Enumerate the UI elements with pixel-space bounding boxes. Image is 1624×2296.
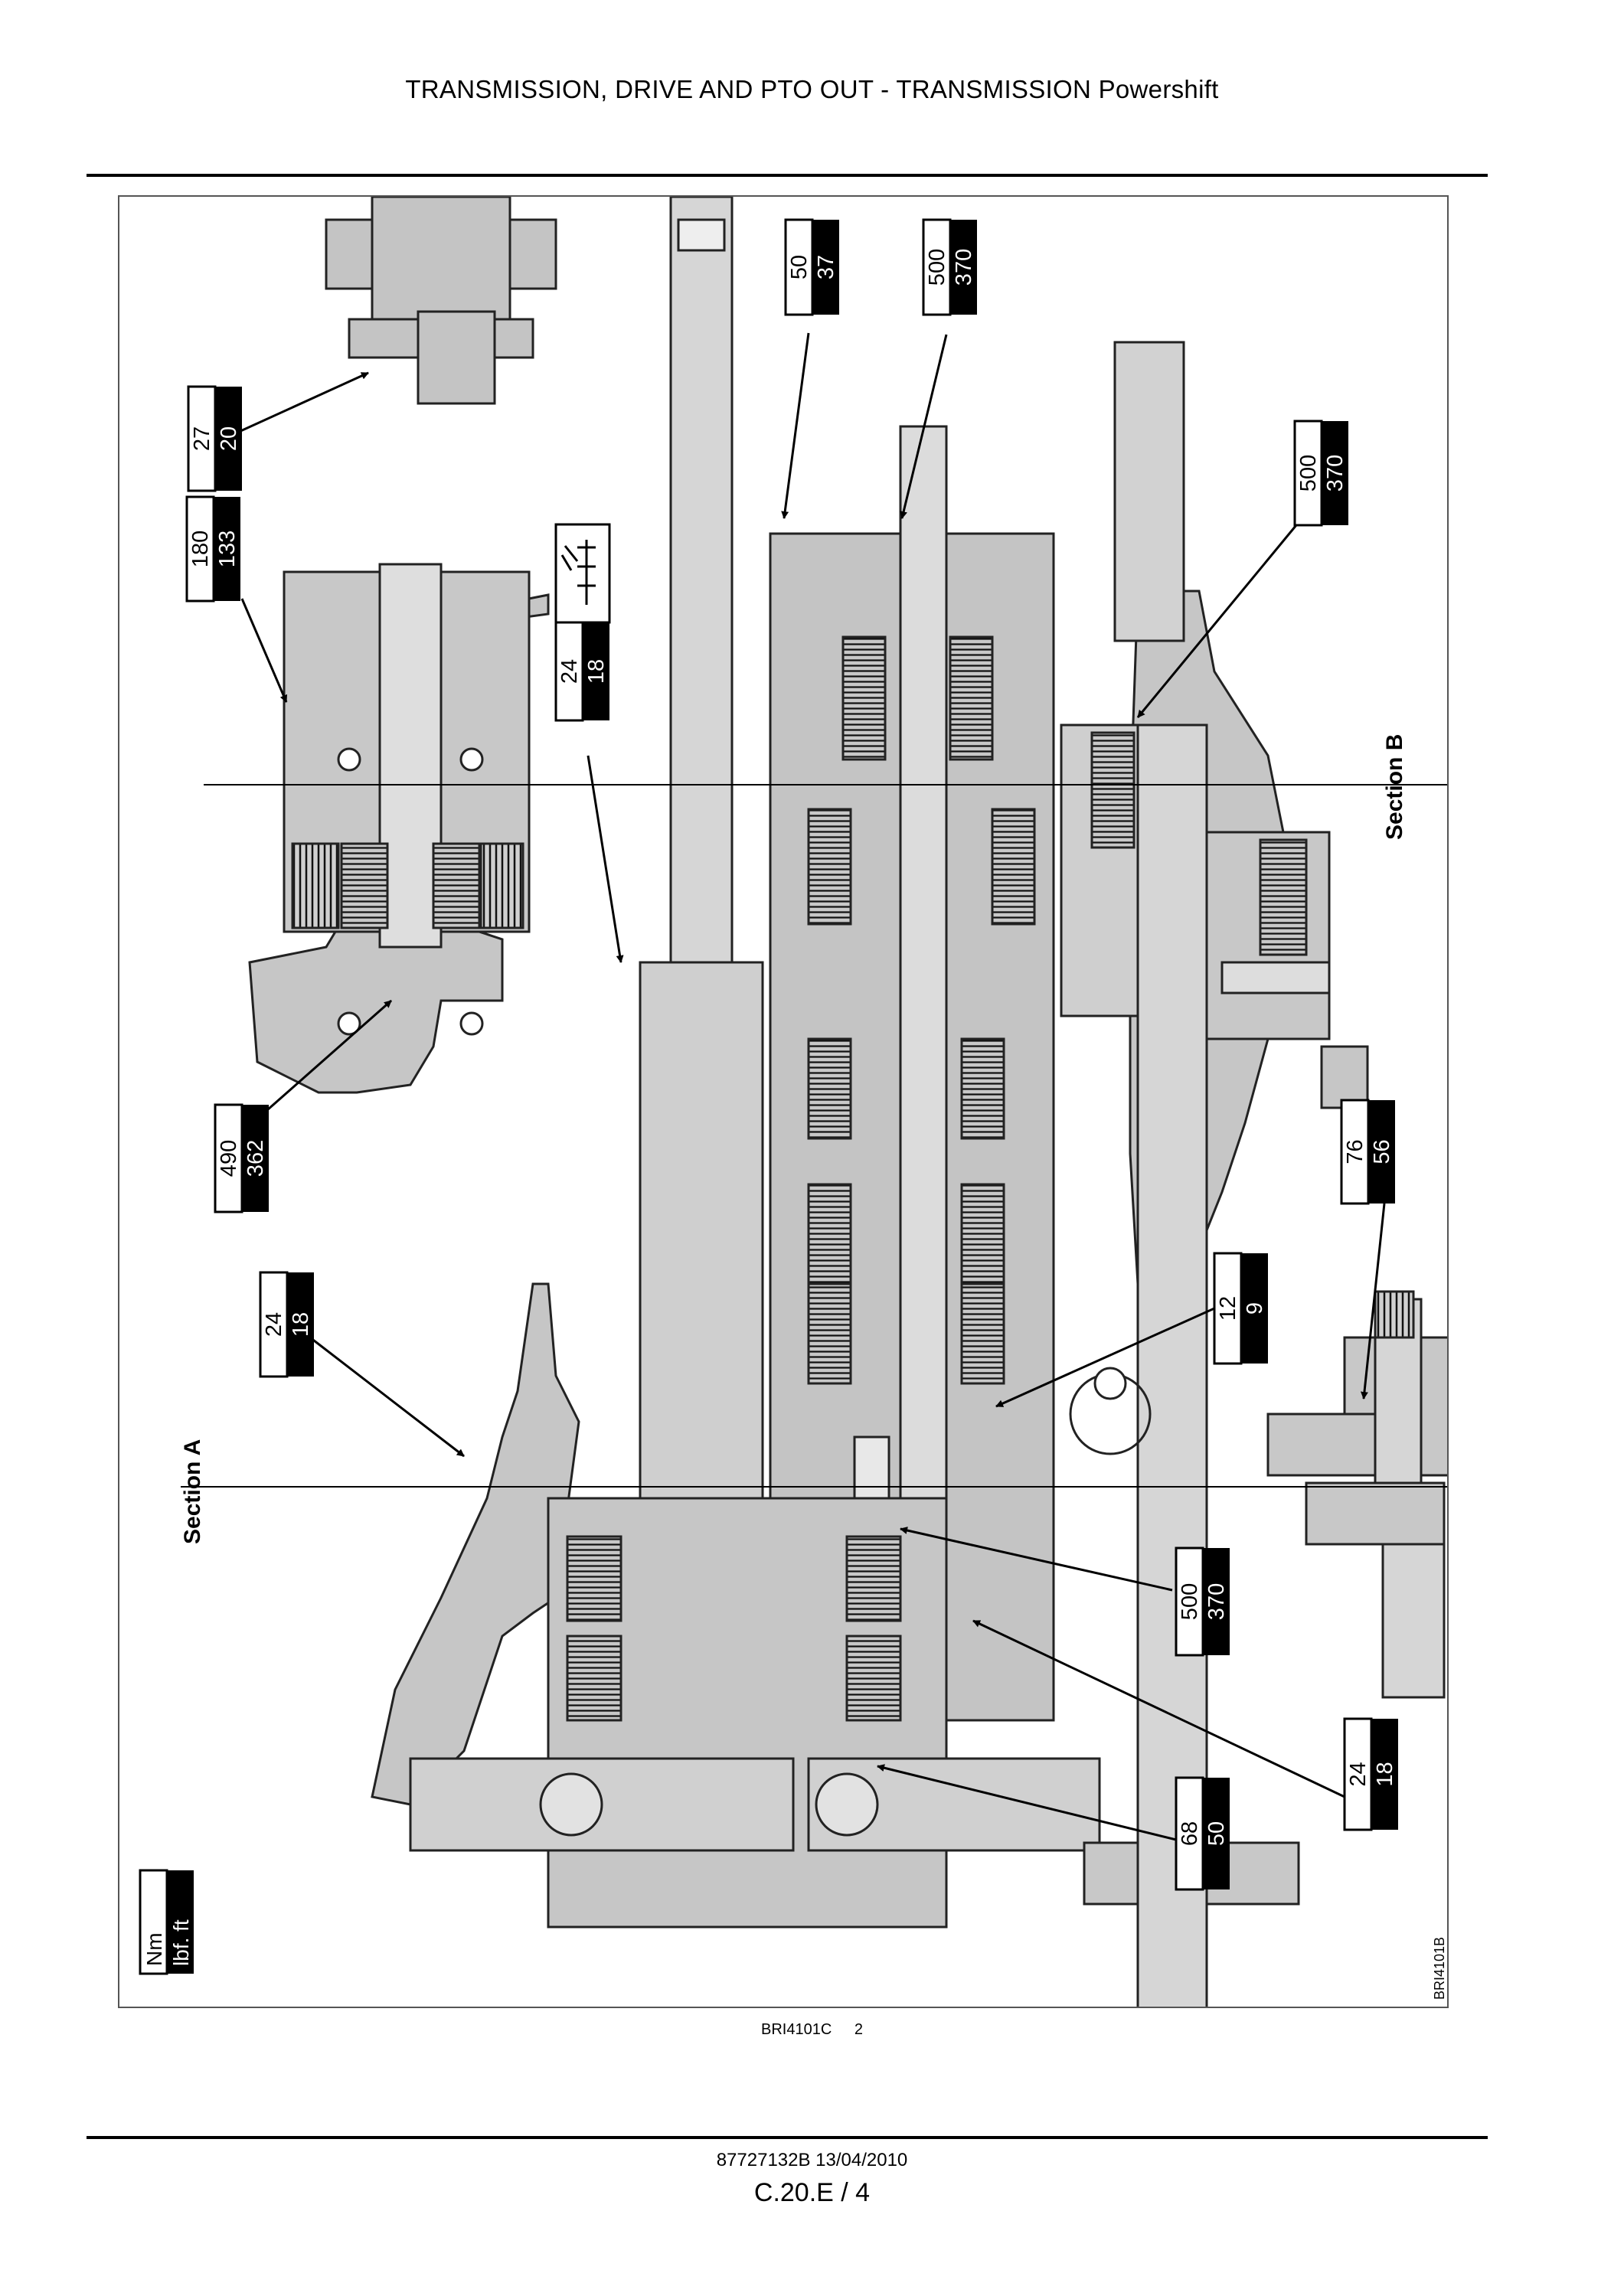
callout-leaders: [230, 332, 1386, 1841]
torque-callout-nm-cell: [185, 495, 215, 603]
torque-value-nm: 500: [1296, 455, 1321, 492]
lower-clutch-assembly: [409, 1497, 1300, 1929]
torque-value-lbf: 370: [1204, 1583, 1229, 1620]
torque-callout-lbf-cell: [287, 1272, 314, 1377]
torque-callout-nm-cell: [187, 385, 217, 492]
torque-callout-lbf-cell: [950, 220, 977, 315]
torque-value-nm: 24: [557, 659, 582, 684]
torque-callout-lbf-cell: [1371, 1719, 1398, 1830]
torque-value-lbf: 20: [217, 426, 241, 451]
torque-callout-lbf-cell: [215, 387, 242, 491]
torque-value-nm: 76: [1343, 1139, 1367, 1164]
torque-value-nm: 24: [262, 1312, 286, 1337]
legend-box: Nm lbf. ft: [139, 1869, 194, 1975]
torque-value-nm: 12: [1216, 1296, 1240, 1321]
legend-nm-label: Nm: [142, 1932, 166, 1966]
header-rule: [87, 174, 1488, 177]
torque-value-lbf: 362: [243, 1140, 268, 1177]
torque-value-nm: 500: [925, 249, 949, 286]
torque-value-lbf: 370: [952, 249, 976, 286]
tightening-symbol-box: [554, 523, 611, 624]
torque-callout-lbf-cell: [1203, 1778, 1230, 1889]
section-lines: [181, 784, 1447, 1488]
torque-value-lbf: 37: [814, 255, 838, 279]
right-valve-assembly: [1069, 1290, 1469, 1699]
torque-value-lbf: 18: [1373, 1762, 1397, 1786]
torque-value-lbf: 370: [1323, 455, 1348, 492]
figure-code: BRI4101C: [761, 2021, 832, 2038]
torque-callout-lbf-cell: [1368, 1100, 1395, 1204]
torque-value-nm: 50: [787, 255, 812, 279]
torque-callout-lbf-cell: [812, 220, 839, 315]
torque-callout-lbf-cell: [1241, 1253, 1268, 1364]
side-figure-code: BRI4101B: [1432, 1937, 1447, 2000]
torque-value-nm: 490: [217, 1140, 241, 1177]
torque-callout-nm-cell: [1340, 1099, 1370, 1205]
torque-value-nm: 68: [1178, 1821, 1202, 1846]
torque-callout-lbf-cell: [583, 622, 609, 720]
torque-callout-nm-cell: [1175, 1546, 1204, 1657]
torque-value-lbf: 56: [1370, 1139, 1394, 1164]
torque-callout-nm-cell: [922, 218, 952, 316]
upper-left-assembly: [325, 195, 557, 405]
page-number: C.20.E / 4: [753, 2178, 871, 2207]
torque-value-lbf: 18: [584, 659, 609, 684]
section-a-label: Section A: [180, 1439, 205, 1544]
legend-lbf-label: lbf. ft: [169, 1919, 193, 1966]
page-header-title: TRANSMISSION, DRIVE AND PTO OUT - TRANSM…: [405, 75, 1219, 103]
torque-callout-lbf-cell: [242, 1105, 269, 1212]
torque-callout-lbf-cell: [214, 497, 240, 601]
torque-value-nm: 24: [1346, 1762, 1371, 1786]
torque-value-lbf: 9: [1243, 1302, 1267, 1315]
torque-callout-nm-cell: [784, 218, 814, 316]
section-b-label: Section B: [1382, 734, 1407, 840]
torque-callout-lbf-cell: [1203, 1548, 1230, 1655]
torque-value-nm: 500: [1178, 1583, 1202, 1620]
left-pto-shaft-assembly: [283, 563, 531, 1036]
wrench-icon: [560, 540, 596, 605]
torque-value-nm: 27: [190, 426, 214, 451]
figure-number: 2: [854, 2021, 863, 2038]
document-reference: 87727132B 13/04/2010: [716, 2150, 908, 2170]
torque-callout-lbf-cell: [1322, 421, 1348, 525]
torque-value-lbf: 133: [215, 531, 240, 567]
footer-rule: [87, 2136, 1488, 2139]
torque-value-lbf: 18: [289, 1312, 313, 1337]
torque-value-lbf: 50: [1204, 1821, 1229, 1846]
torque-value-nm: 180: [188, 531, 213, 567]
right-output-shaft: [1060, 341, 1369, 2043]
figure-caption: BRI4101C 2: [0, 2021, 1624, 2039]
